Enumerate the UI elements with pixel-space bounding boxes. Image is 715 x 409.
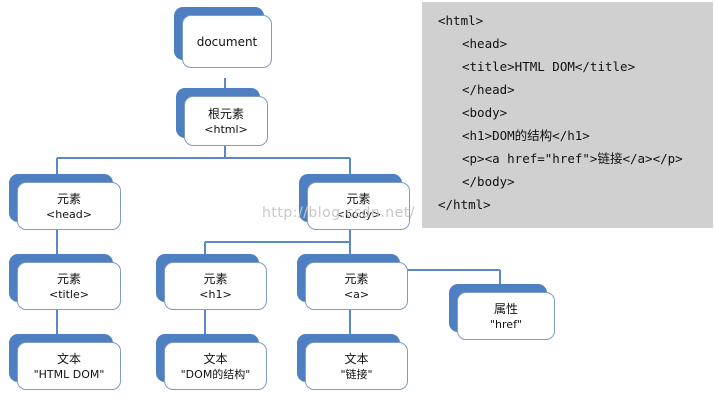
node-root-element: 根元素 <html> — [184, 96, 268, 146]
node-text-html-dom: 文本 "HTML DOM" — [17, 342, 121, 390]
html-code-panel: <html> <head> <title>HTML DOM</title> </… — [422, 2, 713, 228]
node-head-tag: <head> — [46, 207, 92, 221]
node-attr-tag: "href" — [489, 317, 522, 331]
code-line: <title>HTML DOM</title> — [462, 59, 636, 74]
code-line: </body> — [462, 174, 515, 189]
code-line: <p><a href="href">链接</a></p> — [462, 151, 683, 166]
node-head-element: 元素 <head> — [17, 182, 121, 230]
node-body-label: 元素 — [346, 191, 371, 206]
node-text-dom-structure: 文本 "DOM的结构" — [164, 342, 267, 390]
node-a-label: 元素 — [344, 271, 369, 286]
code-line: <h1>DOM的结构</h1> — [462, 128, 590, 143]
node-h1-tag: <h1> — [199, 287, 232, 301]
node-a-tag: <a> — [343, 287, 370, 301]
code-line: </html> — [438, 197, 491, 212]
node-text-h1-value: "DOM的结构" — [180, 367, 251, 381]
node-attribute-href: 属性 "href" — [457, 292, 555, 340]
node-a-element: 元素 <a> — [305, 262, 408, 310]
node-text-title-label: 文本 — [56, 351, 81, 366]
node-h1-label: 元素 — [203, 271, 228, 286]
node-root-label: 根元素 — [207, 106, 244, 121]
node-text-a-value: "链接" — [340, 367, 373, 381]
node-head-label: 元素 — [56, 191, 81, 206]
node-body-element: 元素 <body> — [307, 182, 410, 230]
node-text-title-value: "HTML DOM" — [33, 367, 105, 381]
node-document-label: document — [196, 34, 258, 49]
watermark-text: http://blog.csdn.net/ — [262, 205, 415, 221]
node-root-tag: <html> — [204, 122, 248, 136]
node-text-h1-label: 文本 — [203, 351, 228, 366]
node-title-label: 元素 — [56, 271, 81, 286]
node-attr-label: 属性 — [493, 301, 518, 316]
code-line: <head> — [462, 36, 508, 51]
code-line: <body> — [462, 105, 508, 120]
node-text-link: 文本 "链接" — [305, 342, 408, 390]
code-line: <html> — [438, 13, 484, 28]
code-line: </head> — [462, 82, 515, 97]
node-body-tag: <body> — [335, 207, 382, 221]
node-title-element: 元素 <title> — [17, 262, 121, 310]
node-h1-element: 元素 <h1> — [164, 262, 267, 310]
node-text-a-label: 文本 — [344, 351, 369, 366]
node-title-tag: <title> — [49, 287, 89, 301]
node-document: document — [182, 15, 272, 68]
